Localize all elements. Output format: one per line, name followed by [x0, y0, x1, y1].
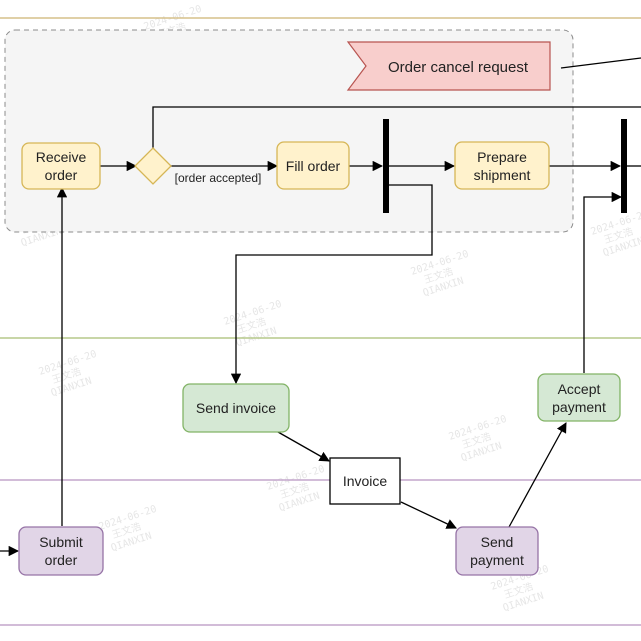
order-accepted-guard-label: [order accepted] — [175, 171, 262, 185]
decision-node[interactable] — [134, 147, 172, 185]
invoice-object-node[interactable]: Invoice — [329, 457, 401, 505]
prepare-shipment-box — [454, 141, 550, 190]
submit-order-box — [18, 526, 104, 576]
send-invoice-node[interactable]: Send invoice — [182, 383, 290, 433]
accept-payment-node[interactable]: Accept payment — [537, 373, 621, 422]
fill-order-node[interactable]: Fill order — [276, 141, 350, 190]
order-cancel-request-label: Order cancel request — [388, 59, 529, 76]
send-payment-box — [455, 526, 539, 576]
accept-payment-label-line2: payment — [552, 399, 606, 415]
prepare-shipment-node[interactable]: Prepare shipment — [454, 141, 550, 190]
edge-payment-to-accept — [508, 422, 567, 528]
edge-invoice-to-object — [277, 431, 330, 462]
send-invoice-box — [182, 383, 290, 433]
accept-payment-box — [537, 373, 621, 422]
receive-order-label-line2: order — [45, 167, 78, 183]
prepare-shipment-label-line2: shipment — [474, 167, 531, 183]
join-bar[interactable] — [621, 119, 627, 213]
receive-order-node[interactable]: Receive order — [21, 142, 101, 190]
send-invoice-label: Send invoice — [196, 400, 276, 416]
send-payment-label-line1: Send — [481, 534, 514, 550]
prepare-shipment-label-line1: Prepare — [477, 149, 527, 165]
submit-order-node[interactable]: Submit order — [18, 526, 104, 576]
receive-order-box — [21, 142, 101, 190]
edge-accept-to-join — [583, 191, 623, 373]
accept-payment-label-line1: Accept — [558, 381, 601, 397]
edge-cancel-request-out — [560, 57, 641, 69]
edge-decision-reject — [152, 106, 641, 148]
invoice-object-box — [329, 457, 401, 505]
fill-order-label: Fill order — [286, 158, 341, 174]
order-cancel-request-shape — [346, 41, 551, 91]
edge-fork-to-invoice — [230, 184, 433, 385]
order-cancel-request-node[interactable]: Order cancel request — [346, 41, 551, 91]
receive-order-label-line1: Receive — [36, 149, 87, 165]
send-payment-label-line2: payment — [470, 552, 524, 568]
send-payment-node[interactable]: Send payment — [455, 526, 539, 576]
invoice-object-label: Invoice — [343, 473, 388, 489]
edge-object-to-payment — [400, 501, 457, 529]
fill-order-box — [276, 141, 350, 190]
submit-order-label-line1: Submit — [39, 534, 83, 550]
fork-bar[interactable] — [383, 119, 389, 213]
submit-order-label-line2: order — [45, 552, 78, 568]
connectors — [0, 57, 641, 557]
